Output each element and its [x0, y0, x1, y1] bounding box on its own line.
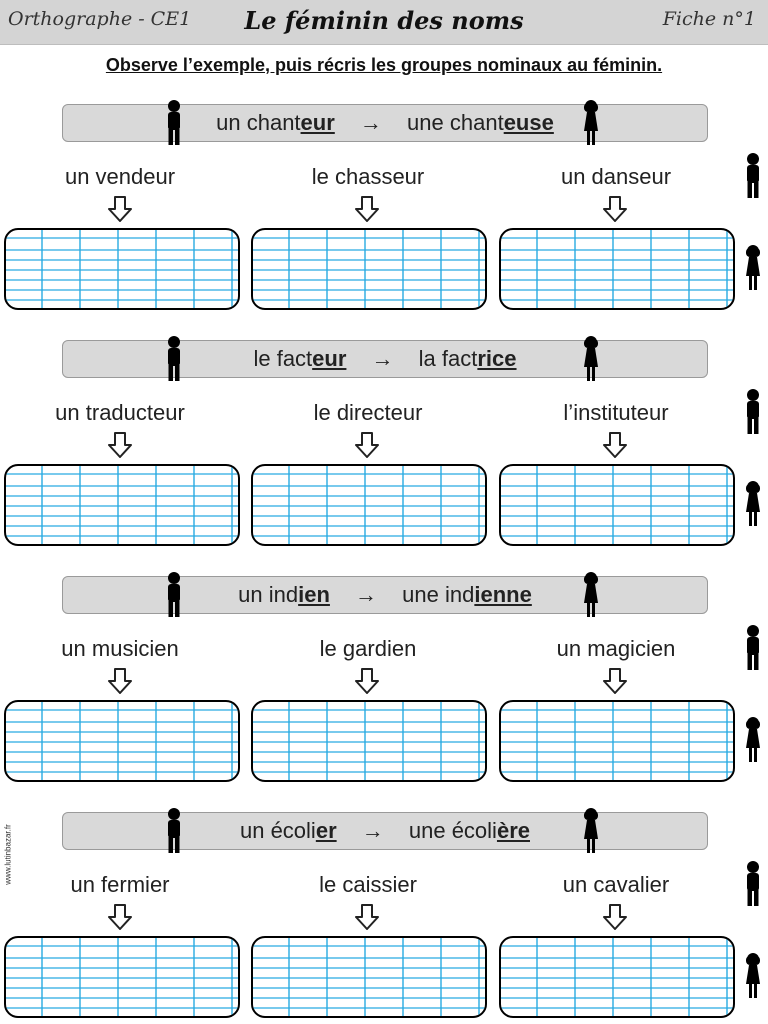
- word-2: le gardien: [319, 636, 417, 661]
- sheet-number: Fiche n°1: [662, 8, 756, 30]
- writing-box-2[interactable]: [251, 936, 487, 1018]
- down-arrow-icon: [108, 196, 132, 222]
- rule-example-3: un indien → une indienne: [62, 576, 708, 614]
- instruction: Observe l’exemple, puis récris les group…: [105, 55, 663, 75]
- writing-box-3[interactable]: [499, 936, 735, 1018]
- margin-girl-silhouette: [744, 480, 762, 533]
- rule-boy-silhouette: [165, 807, 183, 860]
- writing-box-1[interactable]: [4, 228, 240, 310]
- arrow-icon: →: [371, 346, 394, 371]
- word-3: un danseur: [560, 164, 672, 189]
- writing-box-3[interactable]: [499, 228, 735, 310]
- boy-silhouette-icon: [168, 100, 180, 145]
- rule-girl-silhouette: [582, 807, 600, 860]
- girl-silhouette-icon: [746, 481, 760, 526]
- rule-masc-suffix: er: [315, 818, 337, 843]
- word-1: un fermier: [70, 872, 170, 897]
- word-1: un musicien: [61, 636, 179, 661]
- down-arrow-icon: [355, 432, 379, 458]
- rule-boy-silhouette: [165, 99, 183, 152]
- subject-label: Orthographe - CE1: [8, 8, 192, 30]
- down-arrow-icon: [108, 432, 132, 458]
- down-arrow-icon: [603, 432, 627, 458]
- boy-silhouette-icon: [168, 572, 180, 617]
- girl-silhouette-icon: [584, 572, 598, 617]
- down-arrow-icon: [355, 196, 379, 222]
- word-1: un traducteur: [55, 400, 185, 425]
- word-1: un vendeur: [64, 164, 176, 189]
- site-credit: www.lutinbazar.fr: [3, 824, 13, 885]
- rule-fem-prefix: la fact: [418, 346, 478, 371]
- boy-silhouette-icon: [747, 625, 759, 670]
- rule-masc-suffix: ien: [298, 582, 330, 607]
- down-arrow-icon: [355, 668, 379, 694]
- boy-silhouette-icon: [168, 808, 180, 853]
- rule-example-1: un chanteur → une chanteuse: [62, 104, 708, 142]
- girl-silhouette-icon: [584, 100, 598, 145]
- writing-box-2[interactable]: [251, 700, 487, 782]
- margin-boy-silhouette: [744, 860, 762, 913]
- word-3: l’instituteur: [563, 400, 669, 425]
- margin-girl-silhouette: [744, 244, 762, 297]
- rule-masc-suffix: eur: [312, 346, 347, 371]
- arrow-icon: →: [359, 110, 382, 135]
- writing-box-3[interactable]: [499, 700, 735, 782]
- rule-fem-suffix: ienne: [474, 582, 532, 607]
- page-title: Le féminin des noms: [244, 6, 524, 35]
- girl-silhouette-icon: [746, 953, 760, 998]
- margin-boy-silhouette: [744, 624, 762, 677]
- boy-silhouette-icon: [747, 153, 759, 198]
- writing-box-2[interactable]: [251, 464, 487, 546]
- word-2: le directeur: [313, 400, 423, 425]
- margin-boy-silhouette: [744, 152, 762, 205]
- girl-silhouette-icon: [584, 808, 598, 853]
- girl-silhouette-icon: [584, 336, 598, 381]
- word-3: un magicien: [556, 636, 676, 661]
- rule-fem-suffix: euse: [503, 110, 554, 135]
- word-2: le caissier: [319, 872, 417, 897]
- writing-box-3[interactable]: [499, 464, 735, 546]
- word-2: le chasseur: [311, 164, 425, 189]
- writing-box-1[interactable]: [4, 936, 240, 1018]
- down-arrow-icon: [603, 196, 627, 222]
- rule-girl-silhouette: [582, 335, 600, 388]
- rule-example-2: le facteur → la factrice: [62, 340, 708, 378]
- rule-masc-prefix: le fact: [253, 346, 313, 371]
- rule-girl-silhouette: [582, 99, 600, 152]
- rule-fem-suffix: rice: [477, 346, 517, 371]
- rule-masc-suffix: eur: [300, 110, 335, 135]
- arrow-icon: →: [361, 818, 384, 843]
- boy-silhouette-icon: [747, 861, 759, 906]
- rule-masc-prefix: un ind: [238, 582, 299, 607]
- rule-boy-silhouette: [165, 335, 183, 388]
- down-arrow-icon: [355, 904, 379, 930]
- down-arrow-icon: [603, 904, 627, 930]
- writing-box-1[interactable]: [4, 464, 240, 546]
- rule-fem-prefix: une ind: [402, 582, 475, 607]
- rule-masc-prefix: un chant: [216, 110, 301, 135]
- margin-girl-silhouette: [744, 716, 762, 769]
- rule-fem-suffix: ère: [496, 818, 530, 843]
- girl-silhouette-icon: [746, 245, 760, 290]
- boy-silhouette-icon: [747, 389, 759, 434]
- rule-fem-prefix: une chant: [407, 110, 504, 135]
- rule-boy-silhouette: [165, 571, 183, 624]
- arrow-icon: →: [355, 582, 378, 607]
- rule-masc-prefix: un écoli: [239, 818, 316, 843]
- margin-girl-silhouette: [744, 952, 762, 1005]
- rule-girl-silhouette: [582, 571, 600, 624]
- rule-example-4: un écolier → une écolière: [62, 812, 708, 850]
- writing-box-1[interactable]: [4, 700, 240, 782]
- writing-box-2[interactable]: [251, 228, 487, 310]
- down-arrow-icon: [108, 904, 132, 930]
- margin-boy-silhouette: [744, 388, 762, 441]
- girl-silhouette-icon: [746, 717, 760, 762]
- word-3: un cavalier: [562, 872, 670, 897]
- boy-silhouette-icon: [168, 336, 180, 381]
- page-header: Orthographe - CE1 Le féminin des noms Fi…: [0, 0, 768, 45]
- down-arrow-icon: [603, 668, 627, 694]
- down-arrow-icon: [108, 668, 132, 694]
- rule-fem-prefix: une écoli: [408, 818, 497, 843]
